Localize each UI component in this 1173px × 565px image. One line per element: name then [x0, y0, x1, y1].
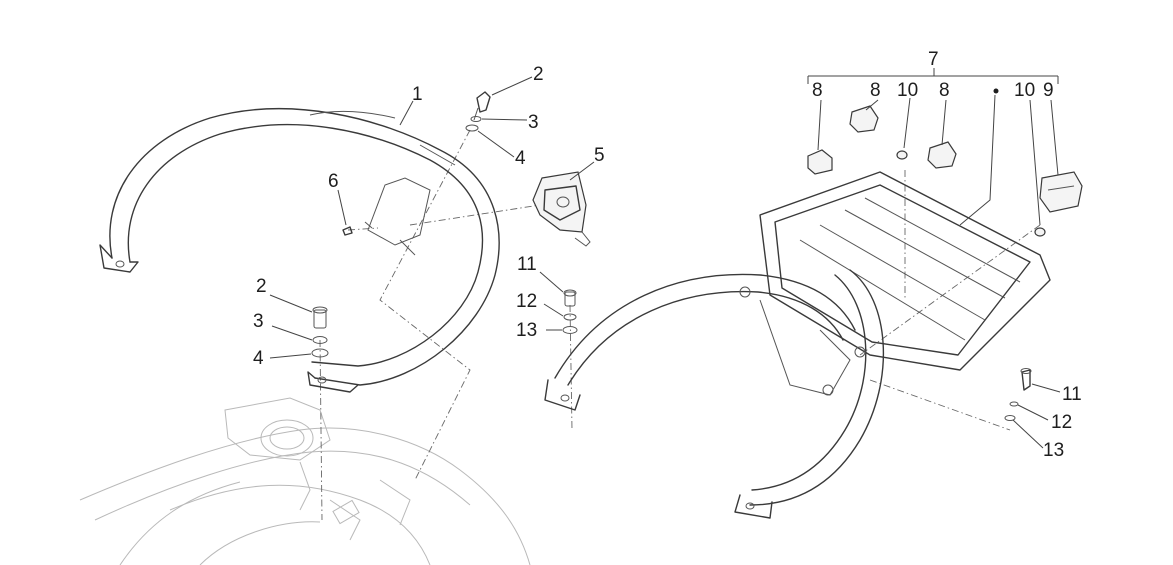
callout-4-bottom: 4 — [253, 348, 264, 369]
fasteners-left — [311, 91, 578, 358]
callout-13-left: 13 — [516, 320, 537, 341]
part-5-tail-light — [532, 171, 591, 247]
callout-13-right: 13 — [1043, 440, 1064, 461]
part-7-luggage-rack — [544, 171, 1051, 519]
callout-6: 6 — [328, 171, 339, 192]
callout-4-top: 4 — [515, 148, 526, 169]
callout-2-top: 2 — [533, 64, 544, 85]
scooter-body-outline — [79, 397, 531, 565]
callout-3-top: 3 — [528, 112, 539, 133]
callout-11-right: 11 — [1062, 384, 1082, 405]
fasteners-right — [1004, 368, 1032, 421]
callout-8-b: 8 — [870, 80, 881, 101]
callout-9: 9 — [1043, 80, 1054, 101]
callout-1: 1 — [412, 84, 423, 105]
callout-8-a: 8 — [812, 80, 823, 101]
callout-2-bottom: 2 — [256, 276, 267, 297]
callout-10-a: 10 — [897, 80, 918, 101]
assembly-lines-right — [859, 170, 1041, 431]
callout-12-right: 12 — [1051, 412, 1072, 433]
callout-7: 7 — [928, 49, 939, 70]
leader-lines — [269, 68, 1061, 449]
callout-5: 5 — [594, 145, 605, 166]
callout-3-bottom: 3 — [253, 311, 264, 332]
callout-10-b: 10 — [1014, 80, 1035, 101]
callout-12-left: 12 — [516, 291, 537, 312]
callout-labels: 1 2 3 4 5 6 2 3 4 11 12 13 7 8 8 10 8 10… — [253, 49, 1082, 461]
rack-end-caps — [807, 105, 1083, 237]
part-1-rear-grab-handle — [99, 108, 500, 393]
callout-8-c: 8 — [939, 80, 950, 101]
callout-11-left: 11 — [517, 254, 537, 275]
